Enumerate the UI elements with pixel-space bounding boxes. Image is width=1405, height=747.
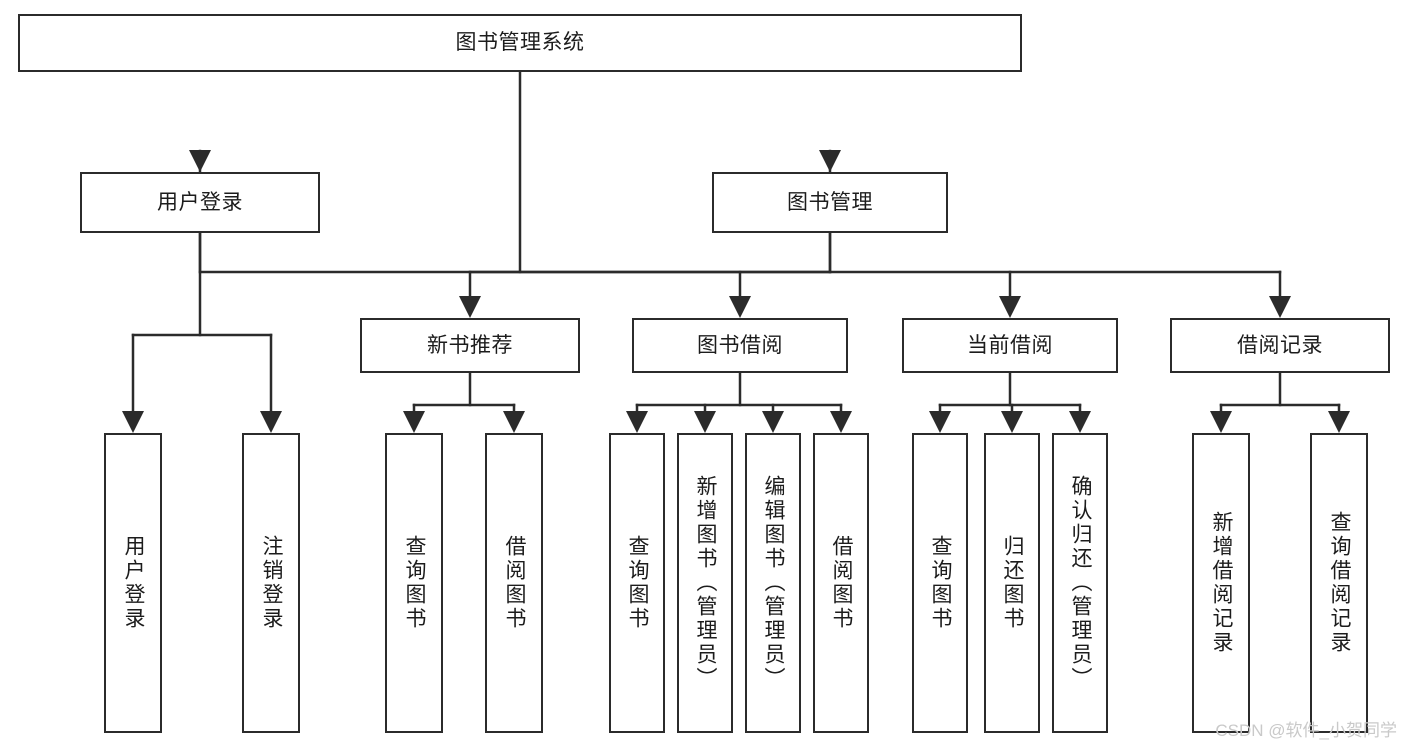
node-label-leaf-add-book-admin: 新增图书（管理员） [694,475,718,691]
node-label-leaf-user-logout: 注销登录 [260,535,284,631]
node-label-new-book-recommend: 新书推荐 [427,333,513,357]
node-borrow-record[interactable]: 借阅记录 [1170,318,1390,373]
node-label-leaf-query-book-recommend: 查询图书 [403,535,427,631]
node-label-leaf-query-book-current: 查询图书 [929,535,953,631]
node-book-manage[interactable]: 图书管理 [712,172,948,233]
node-label-leaf-edit-book-admin: 编辑图书（管理员） [762,475,786,691]
arrowhead-borrow-record [1269,296,1291,318]
node-leaf-query-book-current[interactable]: 查询图书 [912,433,968,733]
node-leaf-query-book-borrow[interactable]: 查询图书 [609,433,665,733]
node-leaf-add-borrow-record[interactable]: 新增借阅记录 [1192,433,1250,733]
node-label-user-login: 用户登录 [157,190,243,214]
node-label-leaf-user-login: 用户登录 [122,535,146,631]
node-label-root: 图书管理系统 [455,31,585,55]
node-user-login[interactable]: 用户登录 [80,172,320,233]
arrowhead-leaf-query-borrow-record [1328,411,1350,433]
arrowhead-leaf-query-book-current [929,411,951,433]
arrowhead-leaf-return-book [1001,411,1023,433]
arrowhead-leaf-query-book-borrow [626,411,648,433]
node-root[interactable]: 图书管理系统 [18,14,1022,72]
node-label-leaf-query-borrow-record: 查询借阅记录 [1328,511,1352,655]
node-label-book-borrow: 图书借阅 [697,333,783,357]
arrowhead-leaf-user-logout [260,411,282,433]
node-leaf-user-logout[interactable]: 注销登录 [242,433,300,733]
arrowhead-book-manage [819,150,841,172]
node-leaf-return-book[interactable]: 归还图书 [984,433,1040,733]
arrowhead-leaf-query-book-recommend [403,411,425,433]
node-label-leaf-add-borrow-record: 新增借阅记录 [1210,511,1234,655]
arrowhead-user-login [189,150,211,172]
node-leaf-confirm-return-admin[interactable]: 确认归还（管理员） [1052,433,1108,733]
node-label-leaf-confirm-return-admin: 确认归还（管理员） [1069,475,1093,691]
node-leaf-add-book-admin[interactable]: 新增图书（管理员） [677,433,733,733]
node-leaf-borrow-book[interactable]: 借阅图书 [813,433,869,733]
node-label-current-borrow: 当前借阅 [967,333,1053,357]
node-label-leaf-return-book: 归还图书 [1001,535,1025,631]
arrowhead-new-book-recommend [459,296,481,318]
node-leaf-borrow-book-recommend[interactable]: 借阅图书 [485,433,543,733]
arrowhead-leaf-borrow-book [830,411,852,433]
node-current-borrow[interactable]: 当前借阅 [902,318,1118,373]
node-leaf-query-book-recommend[interactable]: 查询图书 [385,433,443,733]
arrowhead-leaf-confirm-return-admin [1069,411,1091,433]
arrowhead-leaf-edit-book-admin [762,411,784,433]
arrowhead-leaf-borrow-book-recommend [503,411,525,433]
node-label-leaf-borrow-book: 借阅图书 [830,535,854,631]
arrowhead-book-borrow [729,296,751,318]
node-leaf-query-borrow-record[interactable]: 查询借阅记录 [1310,433,1368,733]
node-leaf-user-login[interactable]: 用户登录 [104,433,162,733]
watermark-text: CSDN @软件_小贺同学 [1215,721,1397,740]
node-label-leaf-borrow-book-recommend: 借阅图书 [503,535,527,631]
node-label-leaf-query-book-borrow: 查询图书 [626,535,650,631]
arrowhead-leaf-user-login [122,411,144,433]
arrowhead-current-borrow [999,296,1021,318]
node-label-book-manage: 图书管理 [787,190,873,214]
node-label-borrow-record: 借阅记录 [1237,333,1323,357]
node-new-book-recommend[interactable]: 新书推荐 [360,318,580,373]
node-book-borrow[interactable]: 图书借阅 [632,318,848,373]
arrowhead-leaf-add-borrow-record [1210,411,1232,433]
node-leaf-edit-book-admin[interactable]: 编辑图书（管理员） [745,433,801,733]
arrowhead-leaf-add-book-admin [694,411,716,433]
